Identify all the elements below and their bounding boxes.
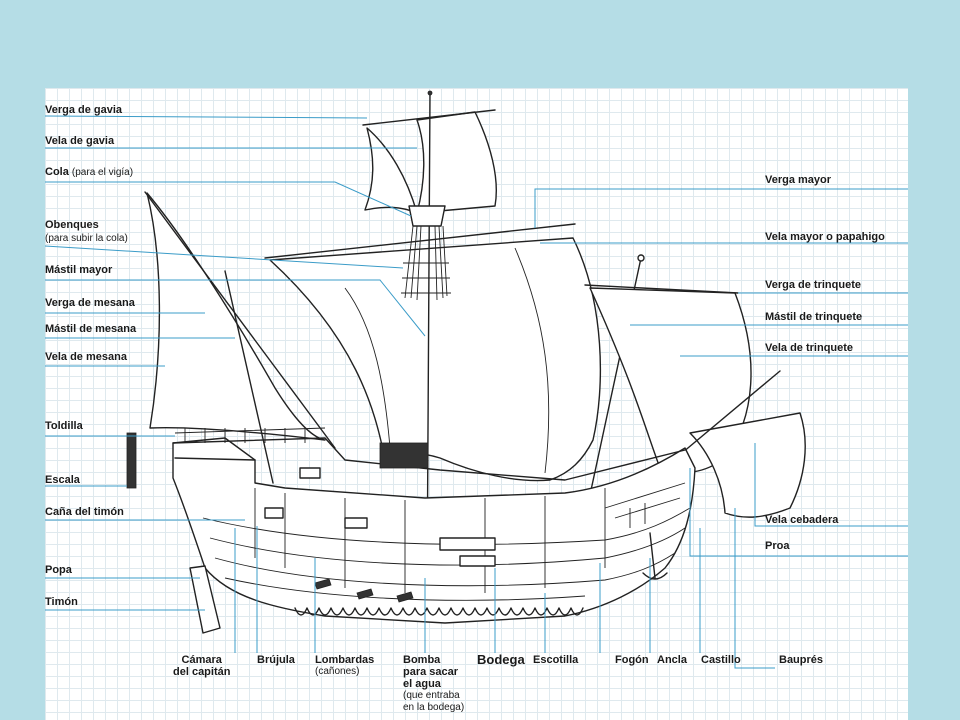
leader-lines bbox=[45, 115, 908, 669]
label-bomba-note2: en la bodega) bbox=[403, 702, 465, 713]
label-bomba-note1: (que entraba bbox=[403, 690, 460, 701]
mizzen-yard bbox=[144, 191, 336, 449]
hull bbox=[172, 437, 696, 624]
label-mastil-mayor: Mástil mayor bbox=[45, 264, 113, 276]
label-mastil-de-trinquete: Mástil de trinquete bbox=[765, 311, 863, 323]
label-timon: Timón bbox=[45, 596, 78, 608]
label-vela-de-mesana: Vela de mesana bbox=[45, 351, 127, 363]
label-cola-main: Cola bbox=[45, 166, 69, 178]
label-camara-del-capitan: Cámara del capitán bbox=[173, 654, 230, 678]
label-cola-note: (para el vigía) bbox=[71, 167, 134, 178]
label-baupres: Bauprés bbox=[779, 654, 824, 666]
label-escala: Escala bbox=[45, 474, 80, 486]
label-lombardas: Lombardas (cañones) bbox=[315, 654, 374, 678]
label-bomba-line3: el agua bbox=[403, 678, 441, 690]
fore-yard bbox=[584, 284, 739, 294]
label-proa: Proa bbox=[765, 540, 790, 552]
label-verga-de-mesana: Verga de mesana bbox=[45, 297, 135, 309]
ship-drawing bbox=[126, 90, 806, 634]
label-verga-mayor: Verga mayor bbox=[765, 174, 832, 186]
label-cola: Cola (para el vigía) bbox=[45, 166, 133, 179]
shrouds bbox=[401, 225, 451, 301]
label-bomba-line2: para sacar bbox=[403, 666, 459, 678]
label-verga-de-gavia: Verga de gavia bbox=[45, 104, 123, 116]
label-toldilla: Toldilla bbox=[45, 420, 83, 432]
label-castillo: Castillo bbox=[701, 654, 741, 666]
label-obenques: Obenques bbox=[45, 219, 99, 231]
rudder bbox=[189, 565, 221, 634]
label-bomba: Bomba para sacar el agua (que entraba en… bbox=[403, 654, 464, 714]
hull-ribs bbox=[294, 607, 584, 616]
label-popa: Popa bbox=[45, 564, 72, 576]
label-camara-line2: del capitán bbox=[173, 666, 231, 678]
anchor bbox=[642, 532, 668, 580]
crows-nest bbox=[408, 205, 446, 227]
ladder bbox=[126, 432, 137, 489]
ship-diagram bbox=[45, 90, 908, 669]
label-fogon: Fogón bbox=[615, 654, 649, 666]
label-ancla: Ancla bbox=[657, 654, 687, 666]
label-obenques-note: (para subir la cola) bbox=[45, 233, 128, 244]
label-mastil-de-mesana: Mástil de mesana bbox=[45, 323, 137, 335]
label-brujula: Brújula bbox=[257, 654, 295, 666]
label-cana-del-timon: Caña del timón bbox=[45, 506, 124, 518]
main-topsail bbox=[364, 127, 418, 214]
label-vela-mayor: Vela mayor o papahigo bbox=[765, 231, 885, 243]
label-bodega: Bodega bbox=[477, 652, 525, 667]
hatch-grate bbox=[379, 442, 429, 469]
spritsail bbox=[689, 412, 806, 518]
label-camara-line1: Cámara bbox=[181, 654, 222, 666]
diagram-sheet: Verga de gavia Vela de gavia Cola (para … bbox=[45, 88, 908, 720]
main-topsail-yard bbox=[362, 109, 496, 126]
label-vela-de-trinquete: Vela de trinquete bbox=[765, 342, 854, 354]
label-bomba-line1: Bomba bbox=[403, 654, 441, 666]
mizzen-mast bbox=[224, 270, 274, 484]
label-lombardas-note: (cañones) bbox=[315, 666, 360, 677]
label-vela-de-gavia: Vela de gavia bbox=[45, 135, 115, 147]
label-escotilla: Escotilla bbox=[533, 654, 579, 666]
label-verga-de-trinquete: Verga de trinquete bbox=[765, 279, 861, 291]
fore-sail bbox=[589, 287, 752, 473]
bowsprit bbox=[669, 370, 781, 464]
label-vela-cebadera: Vela cebadera bbox=[765, 514, 839, 526]
label-lombardas-main: Lombardas bbox=[315, 654, 375, 666]
main-sail bbox=[269, 237, 602, 482]
